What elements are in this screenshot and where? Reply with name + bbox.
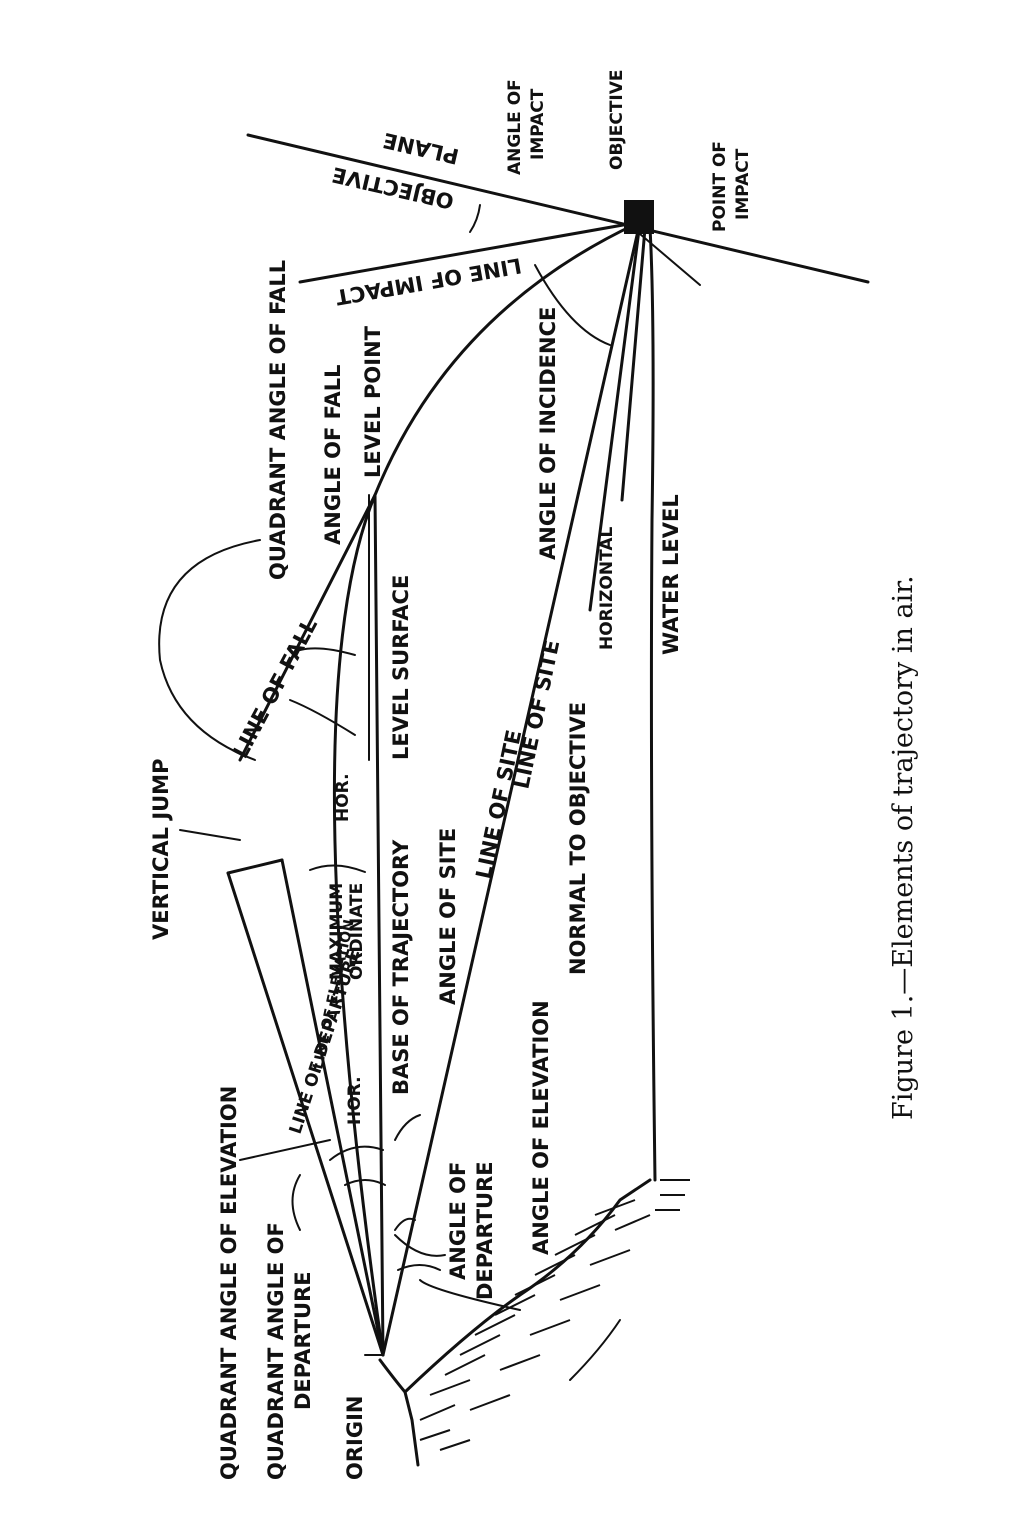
angle-arcs (158, 204, 621, 1381)
label-quadrant-angle-of-departure-2: DEPARTURE (291, 1271, 315, 1410)
label-angle-of-incidence: ANGLE OF INCIDENCE (536, 307, 560, 560)
label-angle-of-departure-2: DEPARTURE (473, 1161, 497, 1300)
label-angle-of-departure-1: ANGLE OF (446, 1162, 470, 1280)
trajectory-lines (226, 133, 870, 1357)
line-of-fall (238, 493, 377, 762)
label-angle-of-fall: ANGLE OF FALL (321, 364, 345, 545)
label-quadrant-angle-of-departure-1: QUADRANT ANGLE OF (264, 1222, 288, 1480)
label-hor-1: HOR. (345, 1076, 365, 1125)
label-normal-to-objective: NORMAL TO OBJECTIVE (566, 702, 590, 975)
water-level-line (648, 226, 657, 1182)
label-quadrant-angle-of-elevation: QUADRANT ANGLE OF ELEVATION (217, 1086, 241, 1480)
label-angle-of-site: ANGLE OF SITE (436, 828, 460, 1005)
horizontal-line (620, 226, 647, 502)
line-of-site (381, 220, 642, 1357)
label-level-surface: LEVEL SURFACE (389, 575, 413, 760)
label-maximum: MAXIMUM (327, 883, 347, 980)
label-line-of-site-2: LINE OF SITE (509, 638, 564, 791)
label-point-of-impact-1: POINT OF (710, 141, 730, 232)
label-line-of-fall: LINE OF FALL (228, 614, 322, 762)
objective-plane (246, 133, 870, 284)
base-of-trajectory (373, 493, 385, 1357)
label-quadrant-angle-of-fall: QUADRANT ANGLE OF FALL (266, 260, 290, 580)
figure-caption: Figure 1.—Elements of trajectory in air. (888, 575, 919, 1120)
label-objective: OBJECTIVE (607, 69, 627, 170)
label-level-point: LEVEL POINT (361, 325, 385, 478)
label-angle-of-elevation: ANGLE OF ELEVATION (529, 1000, 553, 1255)
label-ordinate: ORDINATE (347, 883, 367, 980)
label-water-level: WATER LEVEL (659, 494, 683, 655)
line-of-departure (226, 871, 385, 1357)
label-point-of-impact-2: IMPACT (733, 148, 753, 220)
label-horizontal: HORIZONTAL (597, 526, 617, 650)
label-hor-2: HOR. (333, 773, 353, 822)
label-base-of-trajectory: BASE OF TRAJECTORY (389, 839, 413, 1095)
labels: QUADRANT ANGLE OF ELEVATION QUADRANT ANG… (149, 69, 753, 1480)
cliff-terrain (378, 1178, 690, 1467)
label-objective-plane-2: PLANE (381, 128, 461, 169)
label-vertical-jump: VERTICAL JUMP (149, 759, 173, 940)
label-origin: ORIGIN (343, 1396, 367, 1480)
label-angle-of-impact-2: IMPACT (528, 88, 548, 160)
line-of-impact (298, 220, 642, 284)
trajectory-curve (332, 220, 642, 1357)
objective-marker (624, 200, 654, 234)
label-line-of-impact: LINE OF IMPACT (333, 253, 523, 309)
label-angle-of-impact-1: ANGLE OF (505, 79, 525, 175)
line-of-elevation (280, 858, 385, 1357)
